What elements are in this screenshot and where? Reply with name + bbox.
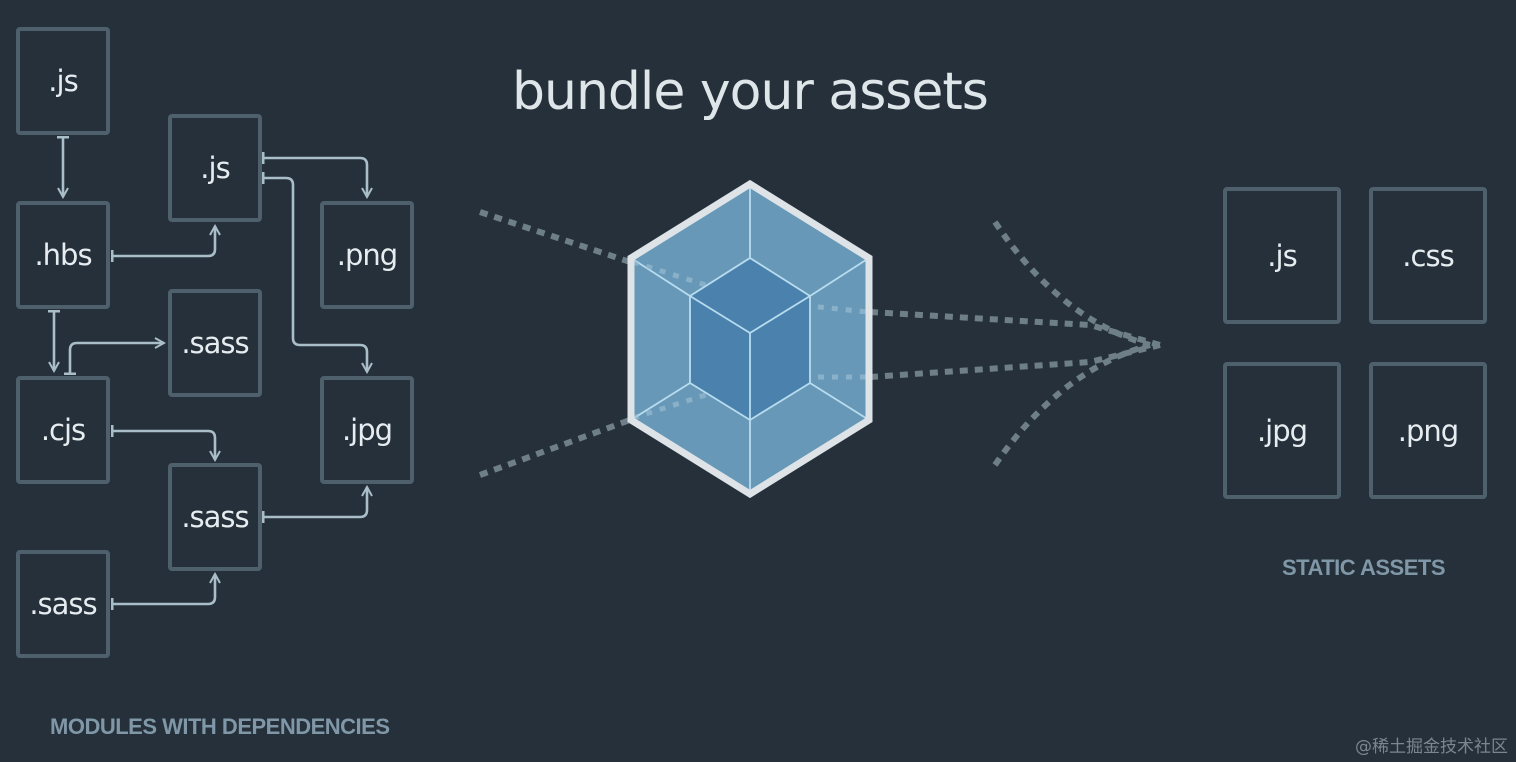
module-box-sass: .sass xyxy=(168,289,262,397)
asset-box-png: .png xyxy=(1369,362,1487,499)
module-box-hbs: .hbs xyxy=(16,201,110,309)
webpack-cube-icon xyxy=(627,179,873,499)
static-assets-caption: STATIC ASSETS xyxy=(1282,555,1446,580)
modules-caption: MODULES WITH DEPENDENCIES xyxy=(50,714,390,739)
module-box-jpg: .jpg xyxy=(320,376,414,484)
module-box-cjs: .cjs xyxy=(16,376,110,484)
page-title: bundle your assets xyxy=(512,62,989,122)
module-box-js: .js xyxy=(168,114,262,222)
module-box-js: .js xyxy=(16,27,110,135)
dependency-arrows xyxy=(54,137,367,604)
watermark: @稀土掘金技术社区 xyxy=(1355,737,1508,757)
asset-box-css: .css xyxy=(1369,187,1487,324)
asset-box-jpg: .jpg xyxy=(1223,362,1341,499)
module-box-sass: .sass xyxy=(168,463,262,571)
asset-box-js: .js xyxy=(1223,187,1341,324)
module-box-sass: .sass xyxy=(16,550,110,658)
dotted-flow-lines xyxy=(478,209,1161,478)
module-box-png: .png xyxy=(320,201,414,309)
